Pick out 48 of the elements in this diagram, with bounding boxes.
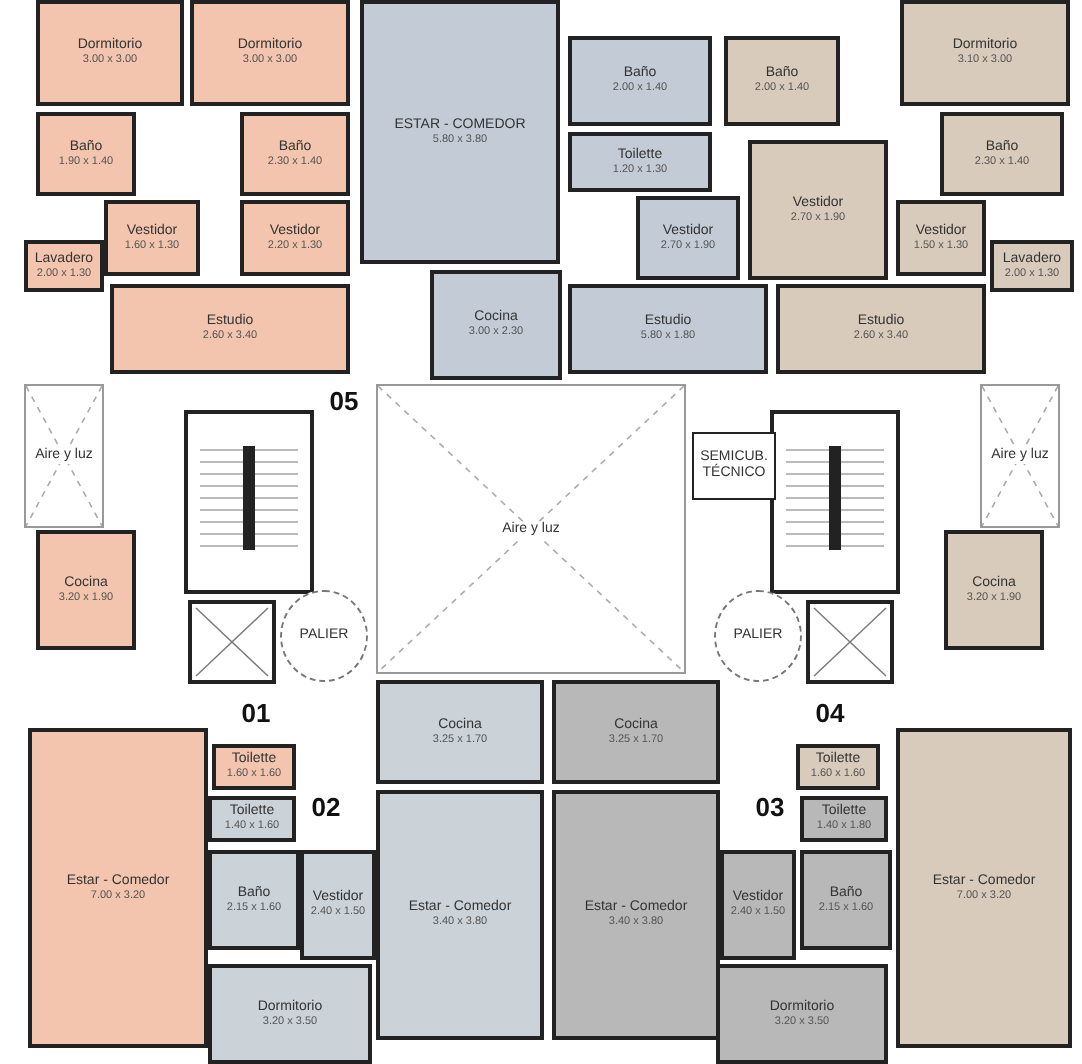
room xyxy=(376,790,544,1040)
room xyxy=(28,728,208,1048)
room xyxy=(716,964,888,1064)
room xyxy=(800,850,892,950)
room xyxy=(896,728,1072,1048)
room xyxy=(896,200,986,276)
room xyxy=(240,112,350,196)
room xyxy=(212,744,296,790)
room xyxy=(36,0,184,106)
room xyxy=(568,132,712,192)
room xyxy=(944,530,1044,650)
room xyxy=(776,284,986,374)
room xyxy=(190,0,350,106)
room xyxy=(748,140,888,280)
room xyxy=(36,112,136,196)
room xyxy=(990,240,1074,292)
room xyxy=(724,36,840,126)
room xyxy=(800,796,888,842)
room xyxy=(208,964,372,1064)
unit-number-text: 02 xyxy=(311,791,341,821)
room xyxy=(552,680,720,784)
room xyxy=(300,850,376,960)
unit-number-text: 01 xyxy=(241,697,271,727)
room xyxy=(104,200,200,276)
technical-room xyxy=(692,432,776,500)
room xyxy=(376,680,544,784)
room xyxy=(36,530,136,650)
light-well xyxy=(24,384,104,528)
room xyxy=(552,790,720,1040)
room xyxy=(360,0,560,264)
room xyxy=(940,112,1064,196)
room xyxy=(240,200,350,276)
room xyxy=(720,850,796,960)
room xyxy=(796,744,880,790)
light-well xyxy=(980,384,1060,528)
unit-number-text: 03 xyxy=(755,791,785,821)
room xyxy=(208,850,300,950)
room xyxy=(208,796,296,842)
light-well xyxy=(376,384,686,674)
room xyxy=(636,196,740,280)
room xyxy=(900,0,1070,106)
room xyxy=(568,284,768,374)
unit-number-text: 05 xyxy=(329,385,359,415)
room xyxy=(568,36,712,126)
unit-number-text: 04 xyxy=(815,697,845,727)
room xyxy=(430,270,562,380)
room xyxy=(110,284,350,374)
room xyxy=(24,240,104,292)
